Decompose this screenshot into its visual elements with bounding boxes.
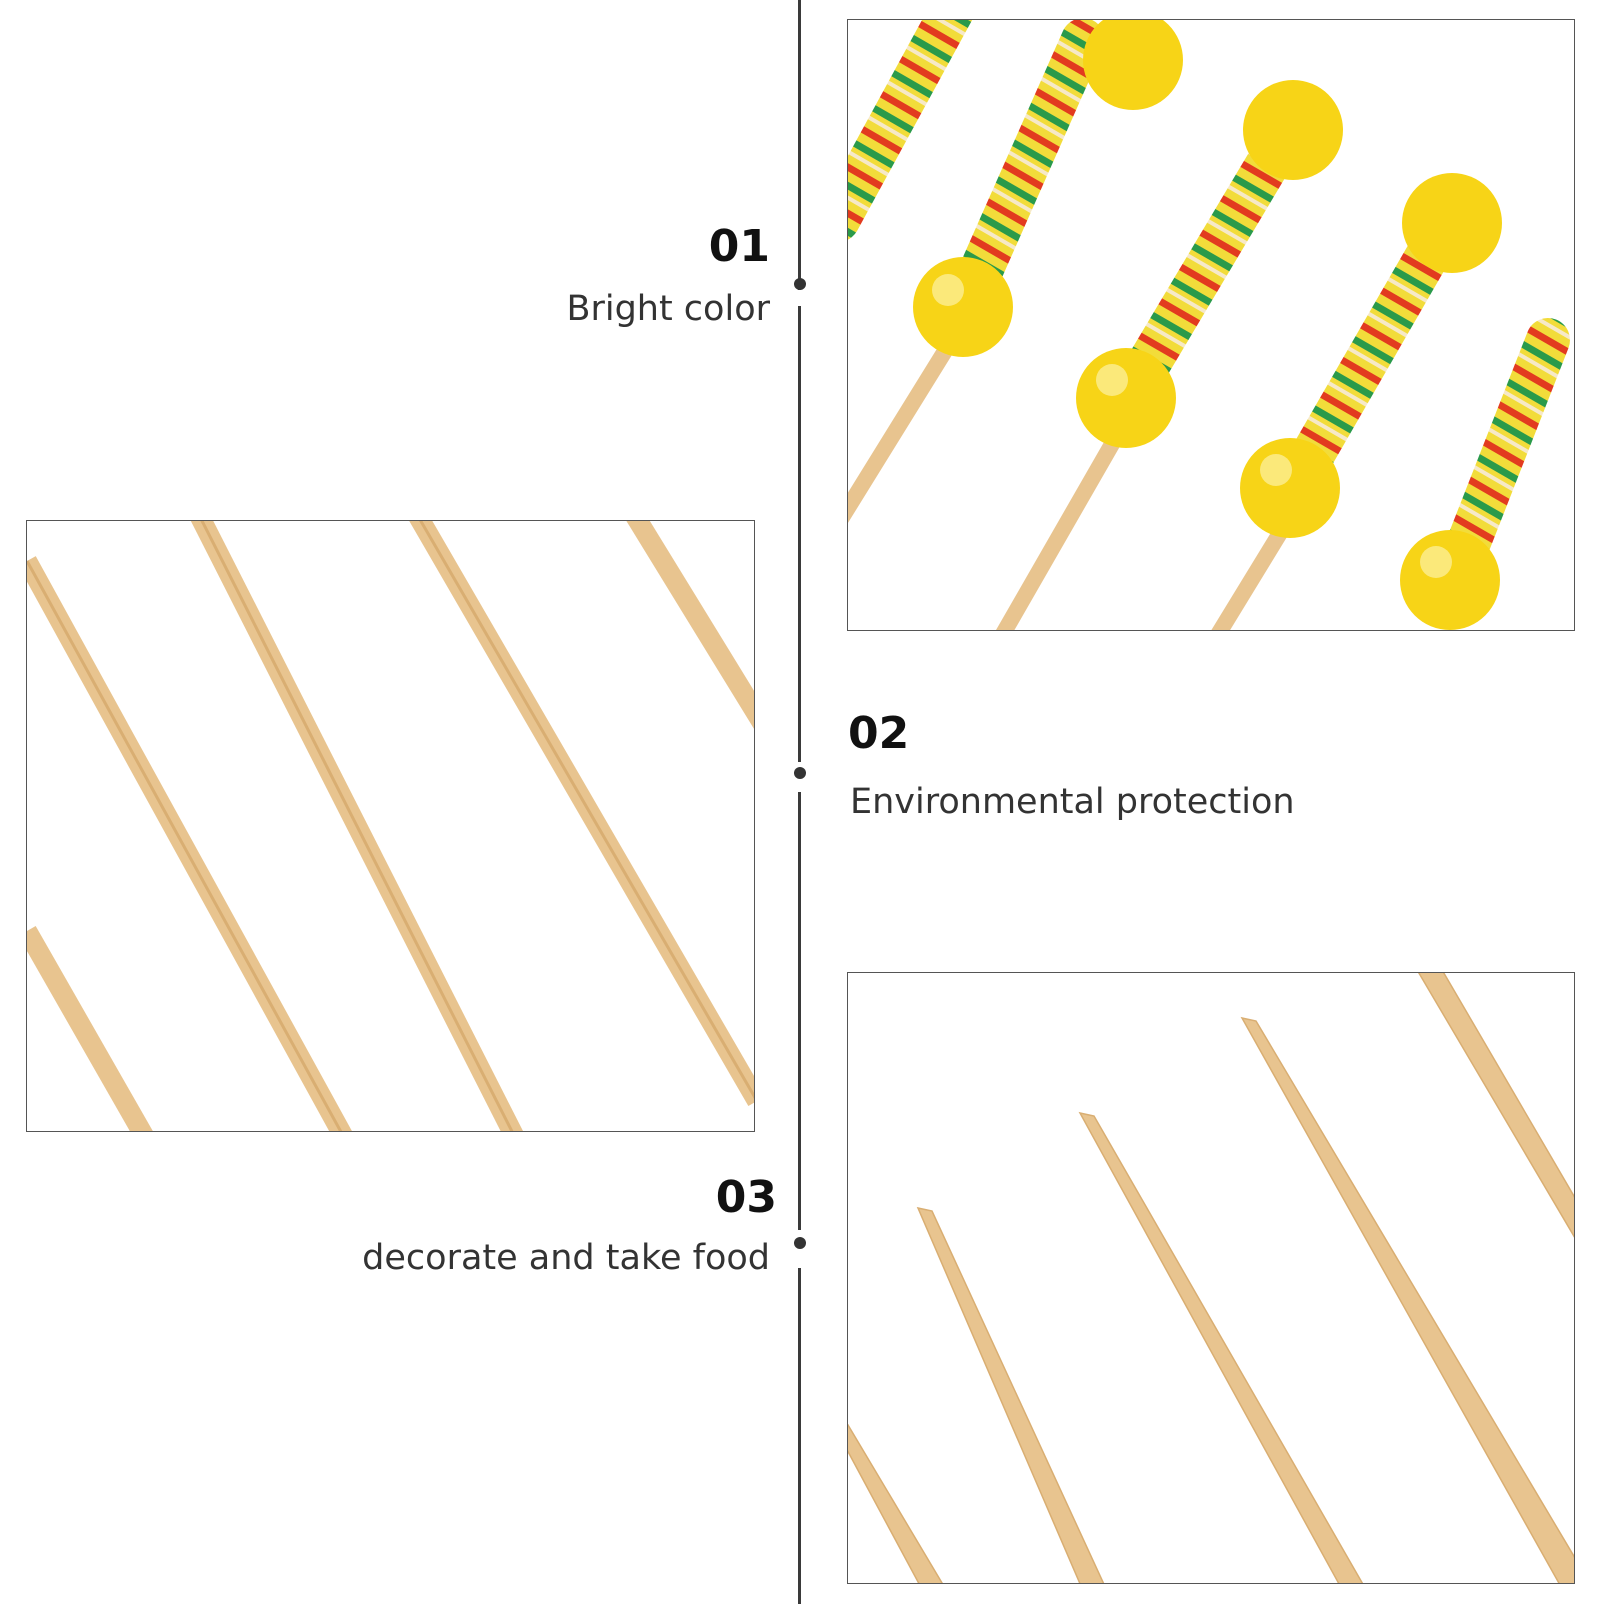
photo-pointed-tips bbox=[847, 972, 1575, 1584]
photo-beaded-picks bbox=[847, 19, 1575, 631]
feature-caption-01: Bright color bbox=[566, 289, 770, 329]
feature-caption-02: Environmental protection bbox=[850, 782, 1295, 822]
feature-caption-03: decorate and take food bbox=[362, 1238, 770, 1278]
feature-number-01: 01 bbox=[708, 221, 770, 272]
timeline-line bbox=[798, 0, 801, 1604]
timeline-gap bbox=[794, 1230, 805, 1268]
timeline-dot-icon bbox=[794, 767, 806, 779]
feature-number-03: 03 bbox=[715, 1172, 777, 1223]
photo-bamboo-sticks bbox=[26, 520, 755, 1132]
timeline-gap bbox=[794, 290, 805, 306]
timeline-dot-icon bbox=[794, 278, 806, 290]
timeline-dot-icon bbox=[794, 1237, 806, 1249]
feature-number-02: 02 bbox=[848, 708, 910, 759]
